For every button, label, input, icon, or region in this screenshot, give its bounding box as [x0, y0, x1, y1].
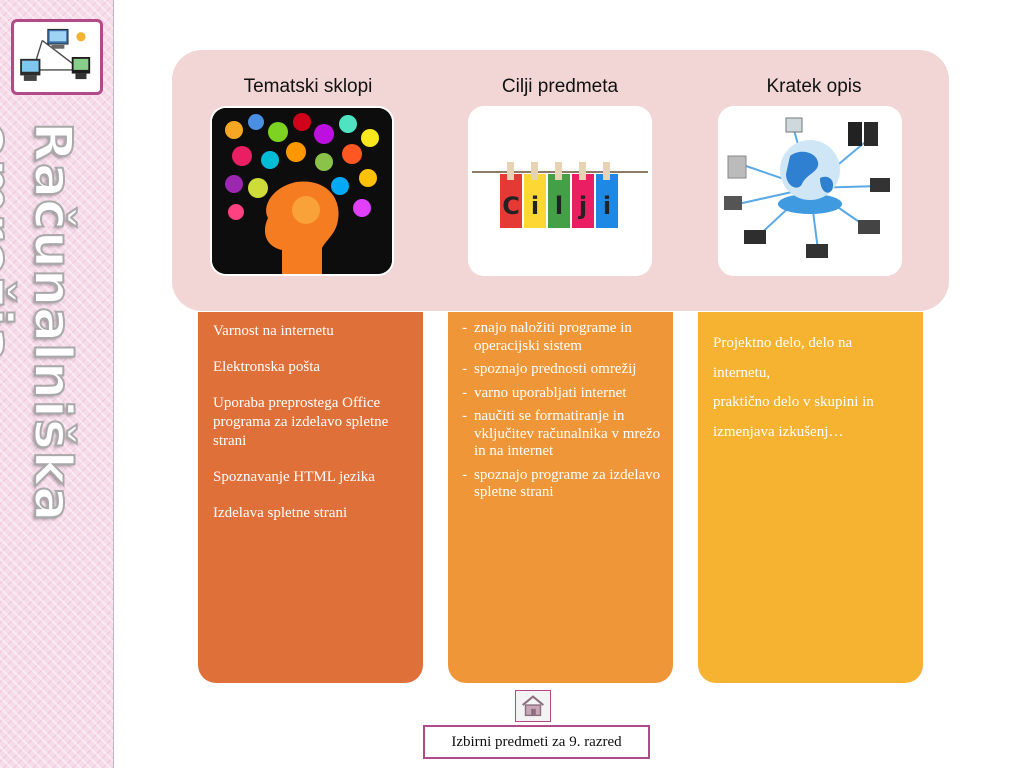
list-item-text: varno uporabljati internet	[474, 384, 627, 401]
cilji-letter-3: l	[555, 192, 563, 220]
cilji-letter-5: i	[603, 192, 611, 220]
list-item: - spoznajo programe za izdelavo spletne …	[462, 467, 665, 502]
list-item-text: naučiti se formatiranje in vključitev ra…	[474, 408, 661, 459]
description-line: internetu,	[713, 364, 771, 381]
footer-link-izbirni-predmeti[interactable]: Izbirni predmeti za 9. razred	[423, 725, 650, 759]
list-item: Elektronska pošta	[213, 359, 321, 375]
list-item: - naučiti se formatiranje in vključitev …	[462, 408, 665, 461]
list-item-text: znajo naložiti programe in operacijski s…	[474, 320, 632, 354]
heading-kratek-opis: Kratek opis	[766, 76, 862, 97]
card-kratek-opis: Projektno delo, delo na internetu, prakt…	[698, 312, 923, 683]
logo-network-icon	[11, 19, 103, 95]
list-item-text: spoznajo prednosti omrežij	[474, 361, 637, 377]
cilji-clothesline-image: C i l j i	[470, 108, 650, 274]
vertical-title: Računalniška omrežja	[0, 121, 83, 523]
card-tematski-sklopi: Varnost na internetu Elektronska pošta U…	[198, 312, 423, 683]
list-item: Spoznavanje HTML jezika	[213, 469, 375, 485]
list-item: - spoznajo prednosti omrežij	[462, 361, 665, 379]
description-line: Projektno delo, delo na	[713, 335, 853, 351]
sidebar: Računalniška omrežja	[0, 0, 114, 768]
bullet-dash: -	[462, 466, 467, 483]
list-item: Varnost na internetu	[213, 323, 334, 339]
bullet-dash: -	[462, 408, 467, 424]
bullet-dash: -	[462, 384, 467, 401]
list-item: - varno uporabljati internet	[462, 385, 665, 403]
home-icon	[522, 695, 544, 717]
bullet-dash: -	[462, 320, 467, 336]
heading-cilji-predmeta: Cilji predmeta	[501, 76, 619, 97]
list-item: - znajo naložiti programe in operacijski…	[462, 320, 665, 355]
network-globe-image	[720, 108, 900, 274]
description-line: izmenjava izkušenj…	[713, 423, 844, 440]
list-item: Uporaba preprostega Office programa za i…	[213, 395, 389, 449]
home-button[interactable]	[515, 690, 551, 722]
heading-tematski-sklopi: Tematski sklopi	[243, 76, 373, 97]
description-line: praktično delo v skupini in	[713, 394, 874, 410]
bullet-dash: -	[462, 361, 467, 377]
card-cilji-predmeta: - znajo naložiti programe in operacijski…	[448, 312, 673, 683]
list-item-text: spoznajo programe za izdelavo spletne st…	[474, 466, 661, 501]
cilji-letter-1: C	[502, 192, 520, 220]
list-item: Izdelava spletne strani	[213, 505, 348, 521]
cilji-letter-4: j	[578, 192, 587, 220]
head-icons-image	[212, 108, 392, 274]
cilji-letter-2: i	[531, 192, 539, 220]
